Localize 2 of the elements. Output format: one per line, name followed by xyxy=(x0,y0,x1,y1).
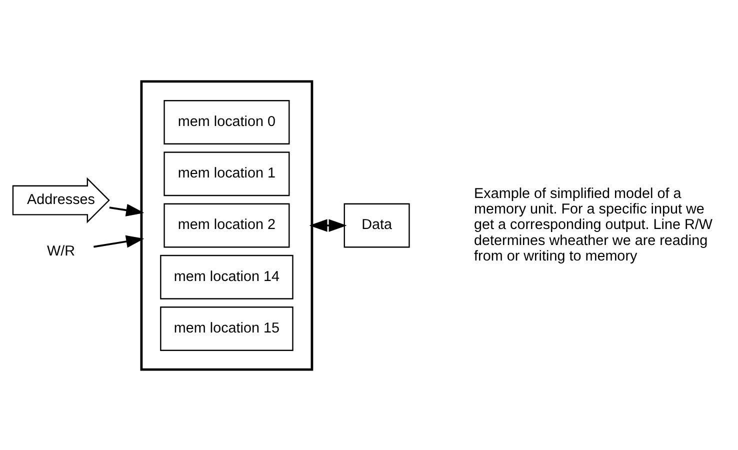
label: Example of simplified model of a memory unit. For a specific input we get a corresponding output. Line R/W determines wheather we are reading from or writing to memory xyxy=(474,186,712,264)
node-text: W/R xyxy=(47,243,75,260)
